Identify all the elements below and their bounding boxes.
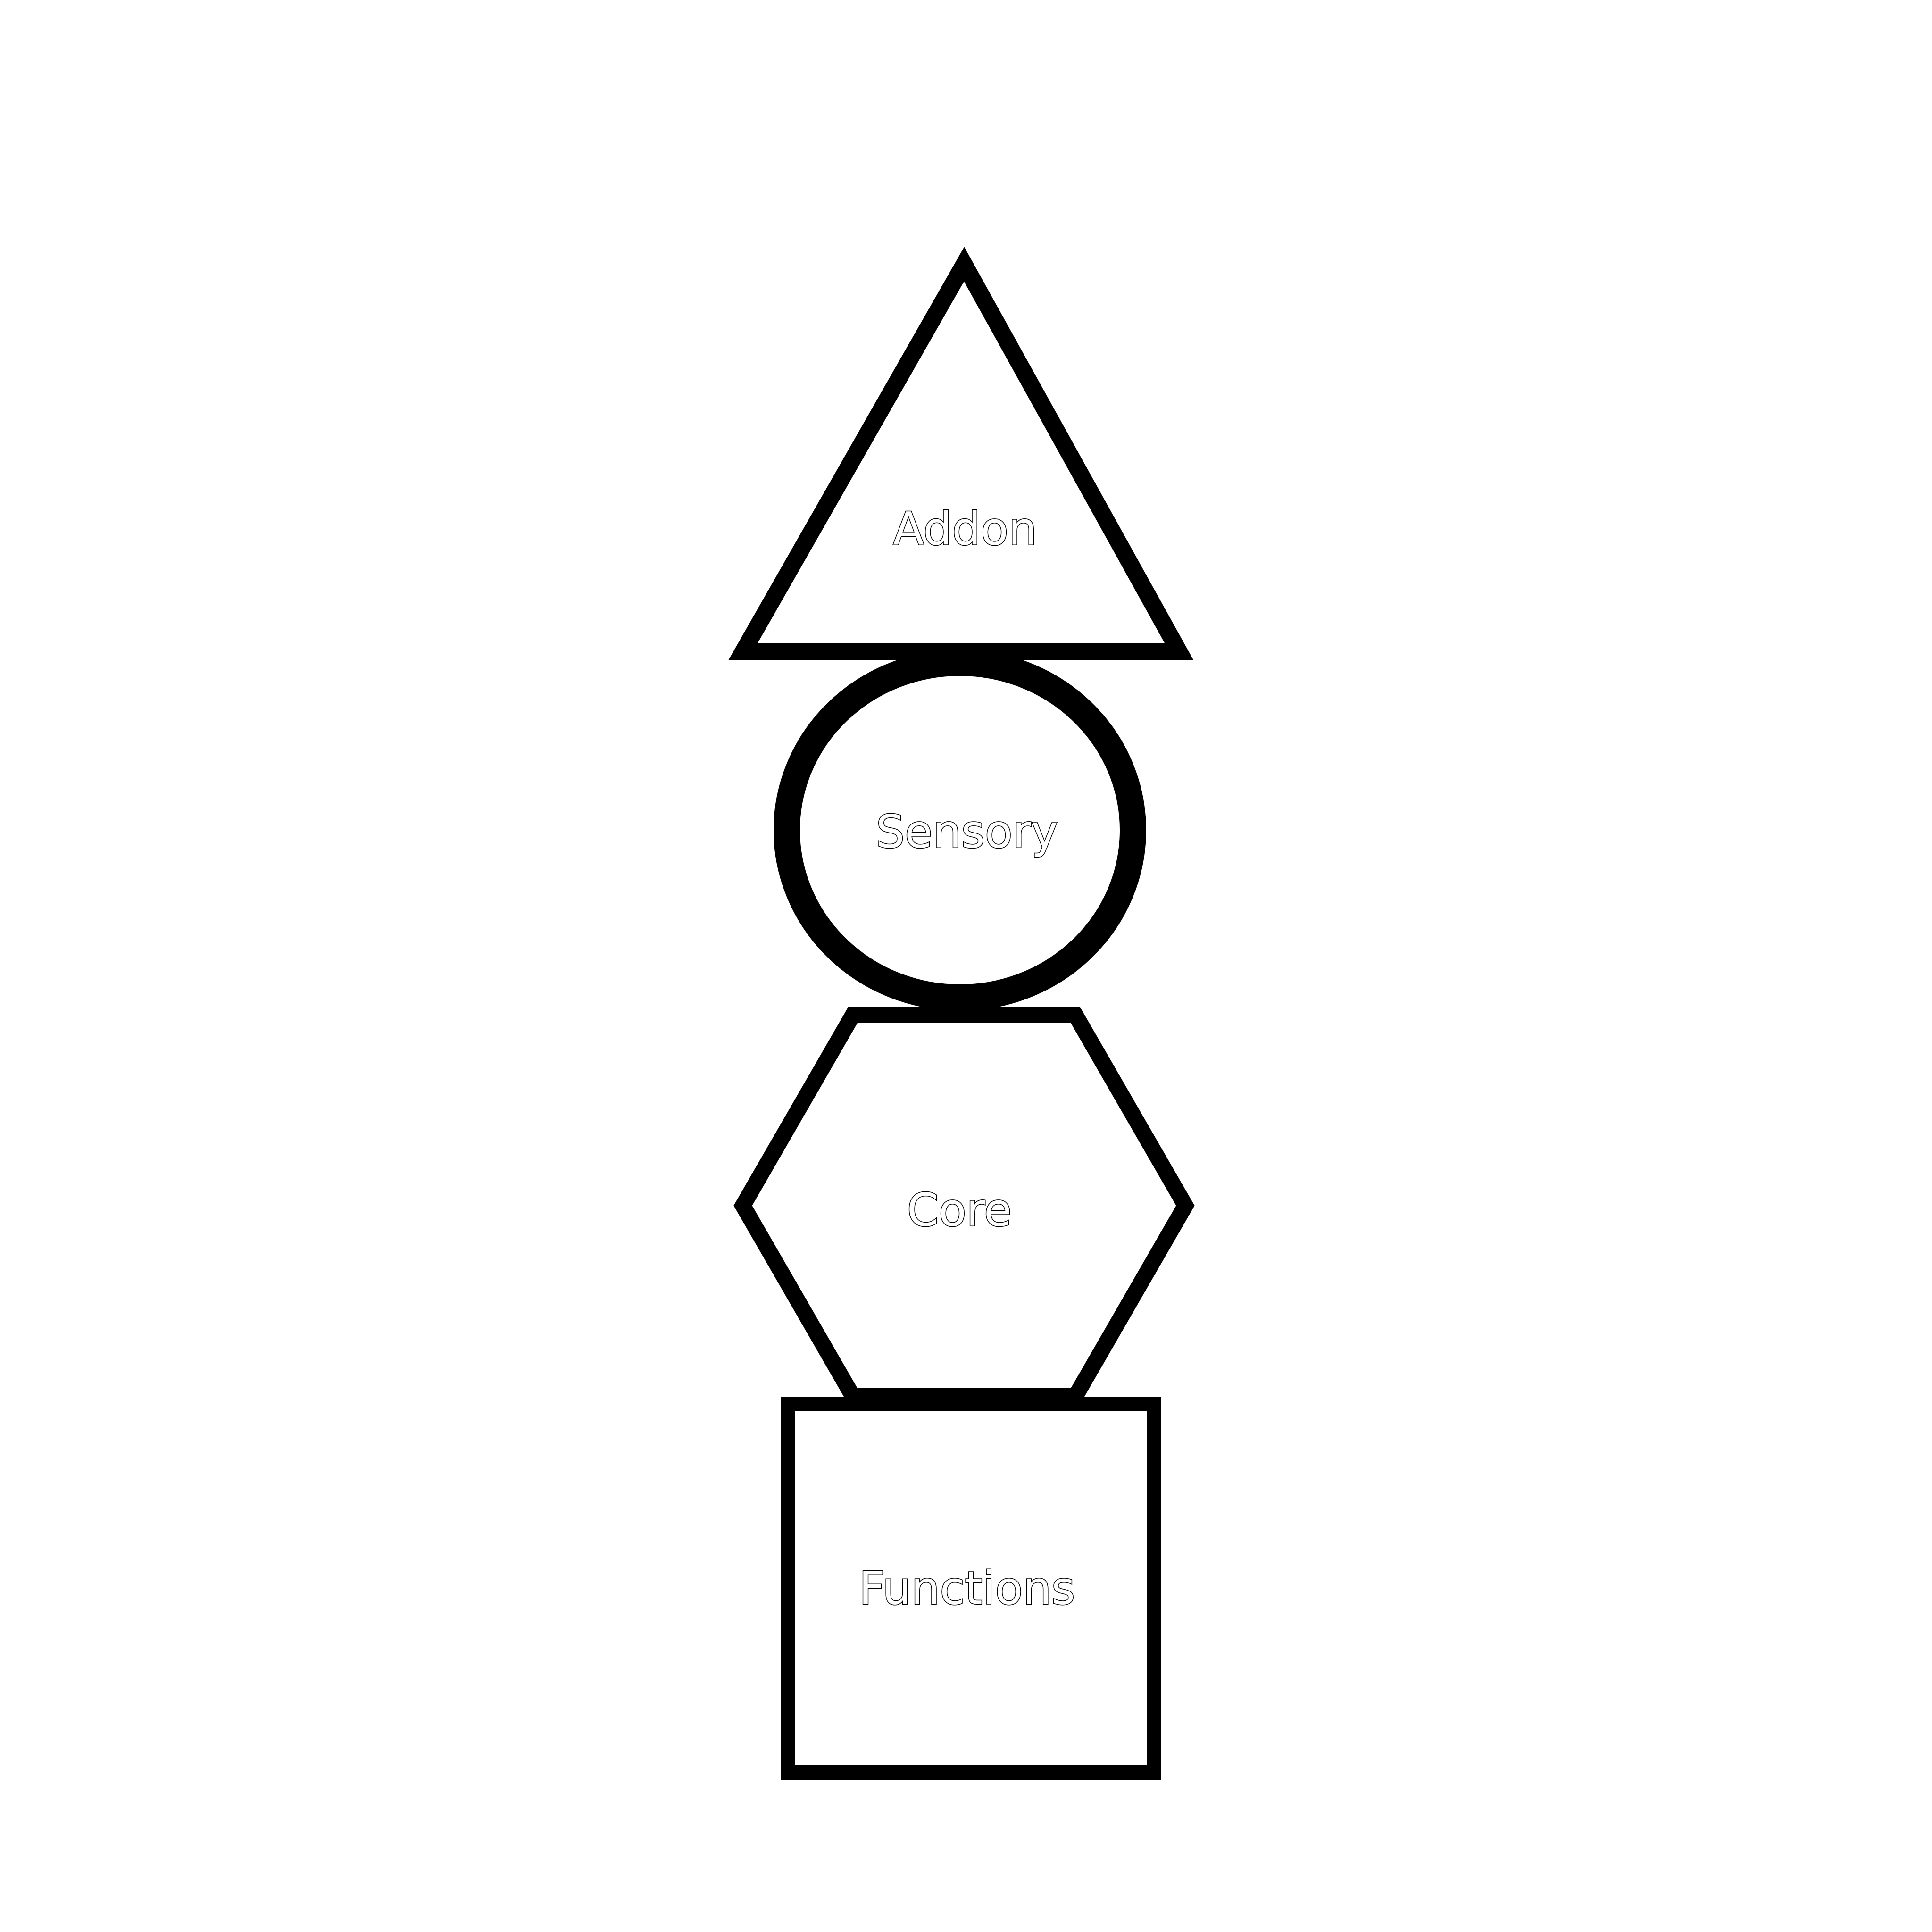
sensory-node: Sensory bbox=[774, 650, 1146, 1011]
square-shape bbox=[781, 1397, 1161, 1780]
addon-node: Addon bbox=[728, 247, 1194, 660]
functions-node: Functions bbox=[781, 1397, 1161, 1780]
addon-label: Addon bbox=[893, 502, 1037, 555]
core-label: Core bbox=[907, 1183, 1012, 1236]
core-node: Core bbox=[733, 1007, 1195, 1404]
sensory-label: Sensory bbox=[876, 805, 1058, 858]
circle-shape bbox=[774, 650, 1146, 1011]
functions-label: Functions bbox=[859, 1562, 1075, 1615]
triangle-shape bbox=[728, 247, 1194, 660]
hexagon-shape bbox=[733, 1007, 1195, 1404]
